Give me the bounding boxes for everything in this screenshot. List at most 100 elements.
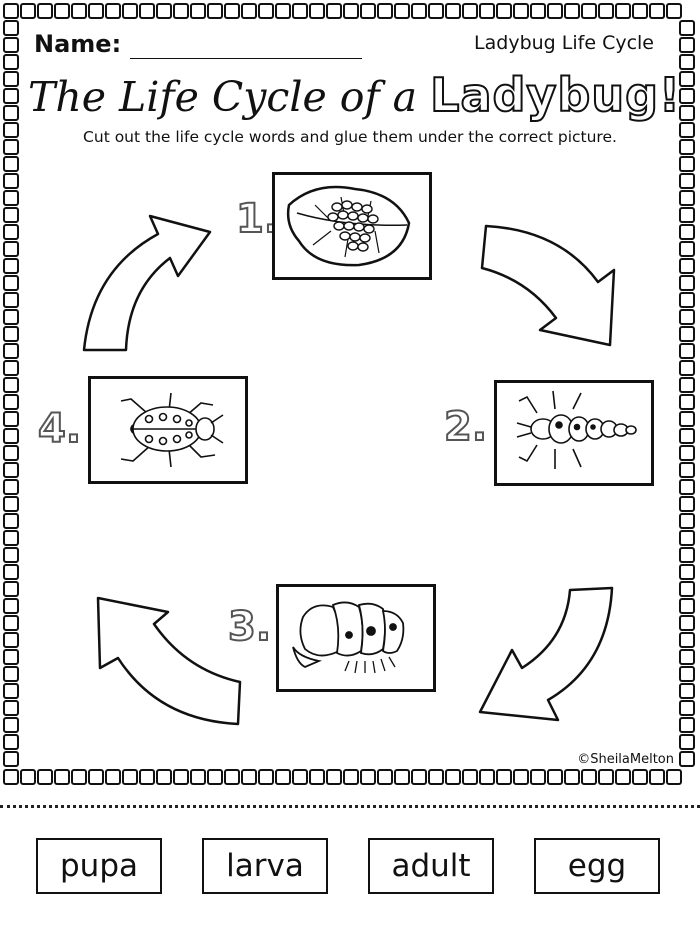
border-box: [679, 241, 695, 257]
stage-picture-larva: [494, 380, 654, 486]
border-box: [679, 700, 695, 716]
border-box: [3, 224, 19, 240]
border-box: [581, 769, 597, 785]
border-box: [3, 649, 19, 665]
border-box: [3, 173, 19, 189]
border-box: [207, 3, 223, 19]
border-box: [679, 54, 695, 70]
border-box: [679, 88, 695, 104]
border-box: [679, 326, 695, 342]
stage-picture-adult: [88, 376, 248, 484]
border-box: [615, 769, 631, 785]
border-box: [632, 3, 648, 19]
border-box: [479, 769, 495, 785]
border-box: [679, 683, 695, 699]
border-box: [3, 377, 19, 393]
border-box: [3, 751, 19, 767]
border-box: [564, 769, 580, 785]
arrow-bottom-left-icon: [96, 596, 242, 726]
border-box: [37, 769, 53, 785]
border-box: [679, 547, 695, 563]
border-box: [496, 3, 512, 19]
border-box: [679, 173, 695, 189]
border-box: [275, 3, 291, 19]
border-box: [3, 122, 19, 138]
border-box: [3, 411, 19, 427]
stage-picture-pupa: [276, 584, 436, 692]
border-box: [3, 207, 19, 223]
border-box: [679, 632, 695, 648]
border-box: [377, 769, 393, 785]
word-card-adult[interactable]: adult: [368, 838, 494, 894]
border-box: [3, 445, 19, 461]
border-box: [679, 258, 695, 274]
border-box: [679, 734, 695, 750]
border-box: [207, 769, 223, 785]
border-box: [679, 156, 695, 172]
border-box: [292, 3, 308, 19]
border-box: [679, 751, 695, 767]
instructions: Cut out the life cycle words and glue th…: [83, 128, 617, 146]
border-box: [3, 139, 19, 155]
border-box: [679, 377, 695, 393]
border-box: [679, 479, 695, 495]
border-box: [679, 292, 695, 308]
word-card-pupa[interactable]: pupa: [36, 838, 162, 894]
arrow-top-left-icon: [82, 214, 212, 352]
border-box: [679, 20, 695, 36]
border-box: [679, 360, 695, 376]
border-box: [411, 769, 427, 785]
border-box: [679, 394, 695, 410]
border-box: [377, 3, 393, 19]
stage-number-4: 4.: [37, 405, 82, 453]
border-box: [3, 37, 19, 53]
arrow-top-right-icon: [480, 224, 616, 347]
border-box: [224, 769, 240, 785]
border-box: [598, 3, 614, 19]
border-box: [360, 769, 376, 785]
border-box: [411, 3, 427, 19]
border-box: [3, 309, 19, 325]
cut-line[interactable]: [0, 805, 700, 808]
border-box: [3, 71, 19, 87]
border-box: [3, 428, 19, 444]
word-card-egg[interactable]: egg: [534, 838, 660, 894]
word-card-larva[interactable]: larva: [202, 838, 328, 894]
border-box: [679, 411, 695, 427]
border-box: [258, 769, 274, 785]
border-box: [224, 3, 240, 19]
border-box: [3, 564, 19, 580]
border-box: [679, 530, 695, 546]
border-box: [139, 769, 155, 785]
border-box: [292, 769, 308, 785]
border-box: [343, 769, 359, 785]
eggs-on-leaf-icon: [286, 185, 411, 267]
border-box: [428, 769, 444, 785]
border-box: [3, 734, 19, 750]
border-box: [649, 769, 665, 785]
border-box: [71, 3, 87, 19]
border-box: [309, 3, 325, 19]
adult-ladybug-icon: [120, 392, 224, 468]
border-box: [564, 3, 580, 19]
name-write-line[interactable]: [130, 58, 362, 59]
arrow-bottom-right-icon: [478, 586, 614, 722]
border-box: [547, 3, 563, 19]
border-box: [679, 564, 695, 580]
border-box: [122, 3, 138, 19]
border-box: [71, 769, 87, 785]
border-box: [679, 581, 695, 597]
stage-number-3: 3.: [227, 603, 272, 651]
border-box: [513, 3, 529, 19]
border-box: [3, 190, 19, 206]
border-box: [679, 649, 695, 665]
border-box: [3, 615, 19, 631]
border-box: [3, 394, 19, 410]
border-box: [3, 513, 19, 529]
border-box: [156, 769, 172, 785]
border-box: [3, 479, 19, 495]
border-box: [3, 360, 19, 376]
border-box: [462, 3, 478, 19]
border-box: [3, 717, 19, 733]
border-box: [122, 769, 138, 785]
